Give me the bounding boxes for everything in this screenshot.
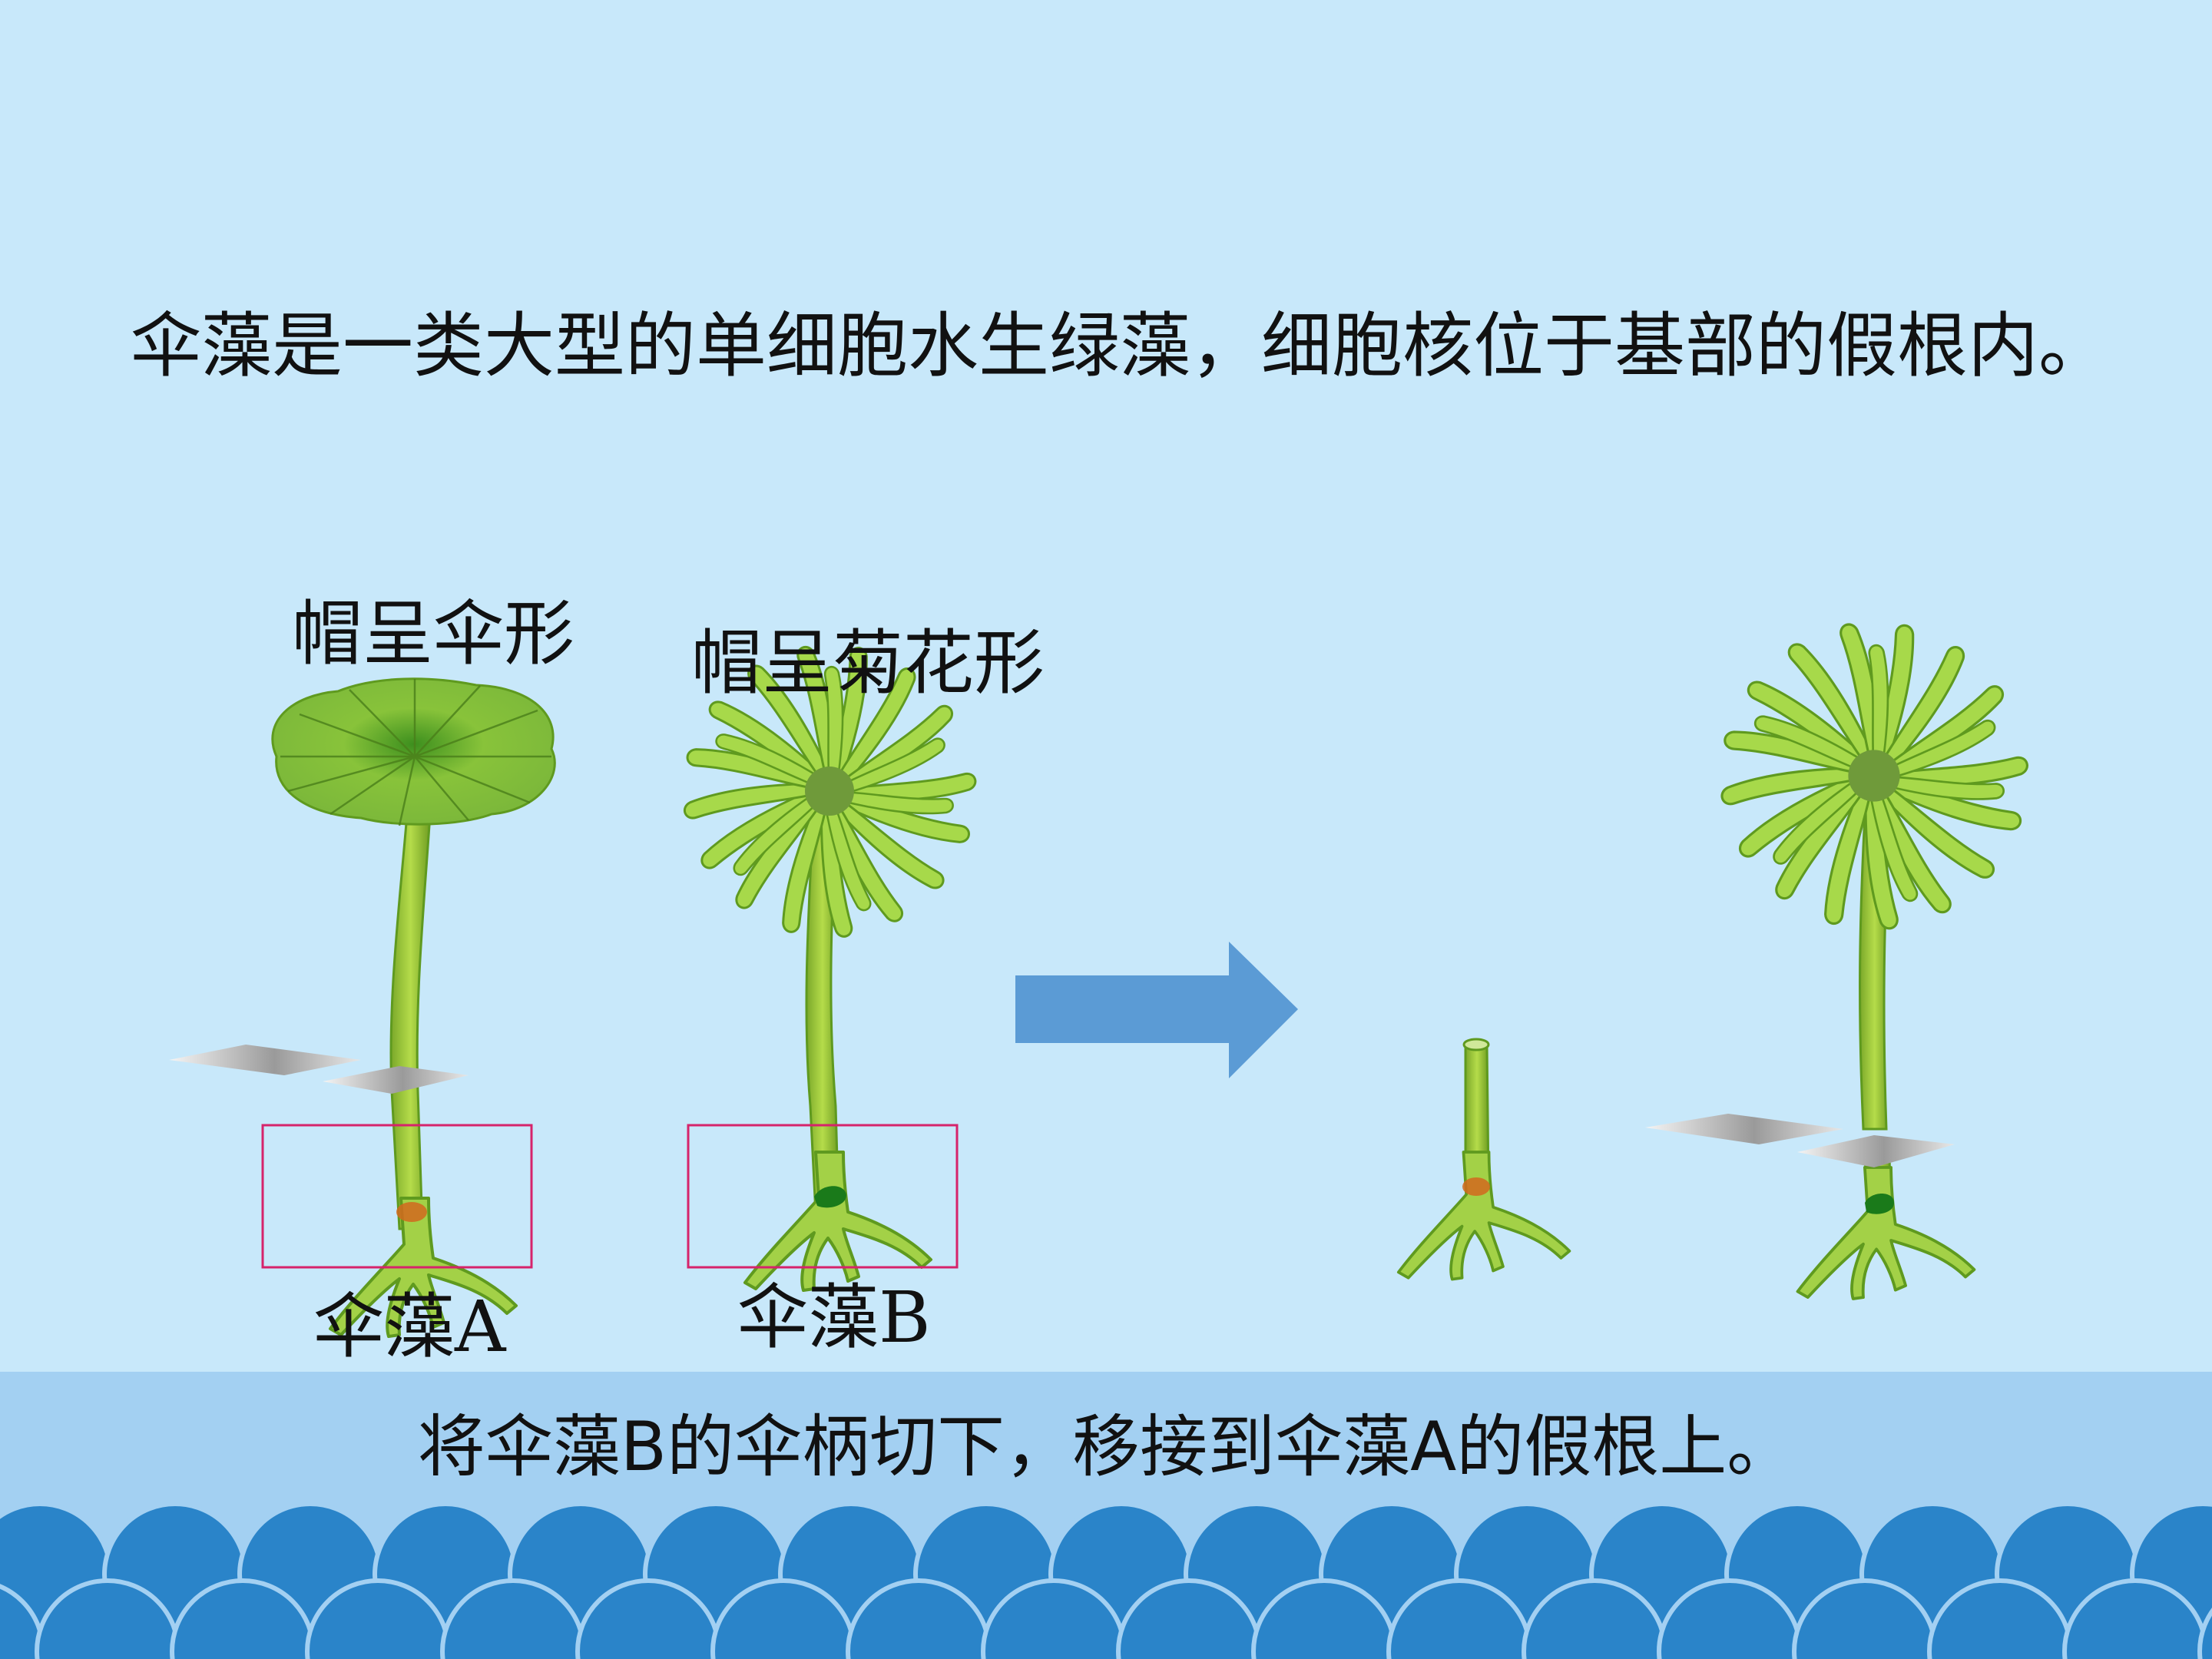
alga-b-label: 伞藻B: [737, 1277, 931, 1359]
umbrella-cap-icon: [271, 677, 556, 826]
alga-b: [684, 645, 975, 1292]
cap-b-label: 帽呈菊花形: [691, 622, 1045, 704]
intro-text: 伞藻是一类大型的单细胞水生绿藻，细胞核位于基部的假根内。: [131, 305, 2110, 387]
highlight-box-a: [261, 1124, 533, 1269]
nucleus-a: [396, 1202, 427, 1222]
alga-a-rhizoid-stub: [1396, 1038, 1571, 1281]
alga-a: [271, 677, 556, 1338]
blade-icon: [169, 1045, 469, 1094]
right-arrow-icon: [1015, 942, 1298, 1078]
cap-a-label: 帽呈伞形: [292, 593, 575, 675]
alga-b-rhizoid: [743, 1151, 932, 1292]
grafted-alga: [1720, 622, 2027, 1300]
wave-scallop: [2197, 1608, 2212, 1659]
highlight-box-b: [687, 1124, 959, 1269]
alga-a-stalk: [389, 813, 432, 1230]
wave-pattern: [0, 1502, 2212, 1659]
alga-a-label: 伞藻A: [313, 1286, 506, 1368]
nucleus-b: [814, 1186, 846, 1208]
bottom-text: 将伞藻B的伞柄切下，移接到伞藻A的假根上。: [417, 1407, 1795, 1486]
blade-icon-grafted: [1645, 1114, 1955, 1167]
